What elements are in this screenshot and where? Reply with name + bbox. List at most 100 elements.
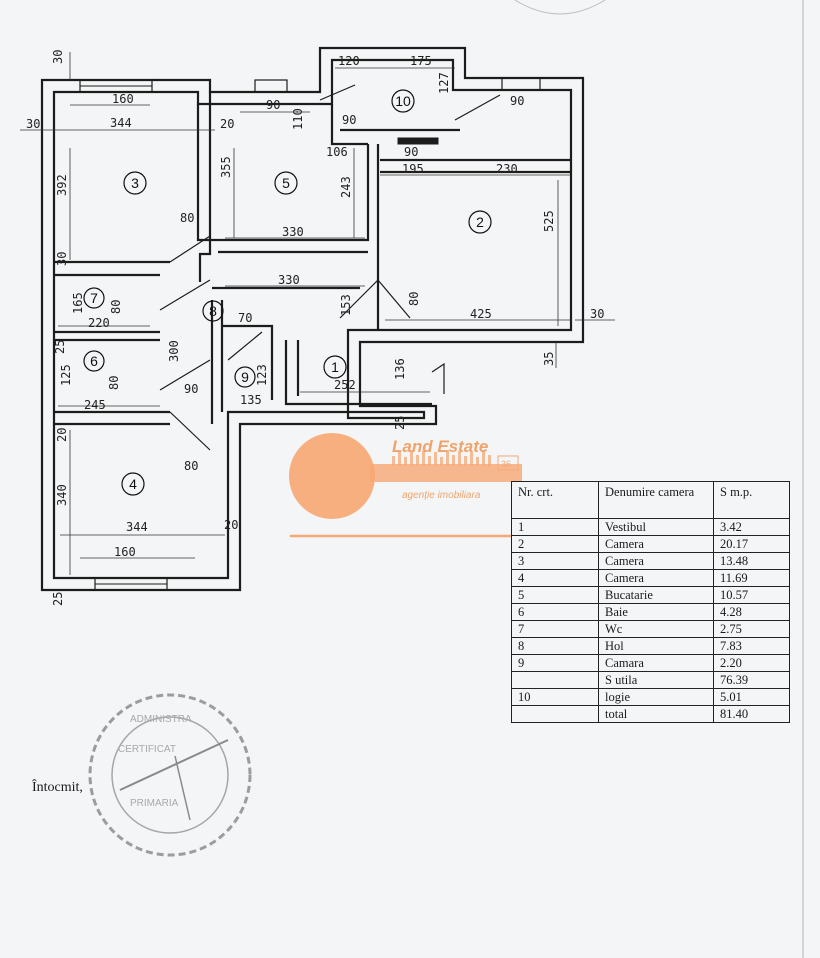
- dim-label: 20: [220, 117, 234, 131]
- logo-badge: 36: [501, 459, 511, 469]
- dim-label: 120: [338, 54, 360, 68]
- cell: 3: [511, 552, 599, 570]
- dim-label: 90: [404, 145, 418, 159]
- header-suprafata: S m.p.: [713, 481, 790, 519]
- dim-label: 80: [107, 376, 121, 390]
- intocmit-label: Întocmit,: [32, 780, 83, 795]
- cell: logie: [598, 688, 714, 706]
- cell: 2: [511, 535, 599, 553]
- dim-label: 136: [393, 358, 407, 380]
- cell: 5.01: [713, 688, 790, 706]
- cell: 4.28: [713, 603, 790, 621]
- key-logo-icon: [289, 433, 375, 519]
- cell: total: [598, 705, 714, 723]
- dim-label: 344: [110, 116, 132, 130]
- dim-label: 392: [55, 174, 69, 196]
- cell: 2.75: [713, 620, 790, 638]
- room-number: 1: [331, 359, 339, 375]
- dim-label: 80: [180, 211, 194, 225]
- header-nr: Nr. crt.: [511, 481, 599, 519]
- cell: Camera: [598, 569, 714, 587]
- room-number: 9: [241, 369, 249, 385]
- dim-label: 20: [224, 518, 238, 532]
- dim-label: 165: [71, 292, 85, 314]
- cell: Camara: [598, 654, 714, 672]
- dim-label: 30: [26, 117, 40, 131]
- room-markers: [83, 89, 492, 496]
- dim-label: 25: [51, 592, 65, 606]
- room-marker-7: [83, 287, 105, 309]
- dim-label: 110: [291, 108, 305, 130]
- dimension-labels: 120 175 127 90 160 90 110 90 30 344 30 2…: [26, 50, 604, 606]
- cell: 13.48: [713, 552, 790, 570]
- room-marker-4: [121, 472, 145, 496]
- walls: [40, 46, 585, 592]
- dim-label: 125: [59, 364, 73, 386]
- dim-label: 30: [51, 50, 65, 64]
- dim-label: 90: [266, 98, 280, 112]
- logo-title: Land Estate: [392, 437, 488, 456]
- dim-label: 330: [278, 273, 300, 287]
- dim-label: 80: [184, 459, 198, 473]
- cell: 1: [511, 518, 599, 536]
- land-estate-logo: 36 Land Estate agenție imobiliara: [289, 433, 522, 538]
- room-number: 6: [90, 353, 98, 369]
- room-number: 4: [129, 476, 137, 492]
- round-stamp: ADMINISTRA CERTIFICAT PRIMARIA: [88, 693, 252, 857]
- dim-label: 300: [167, 340, 181, 362]
- dim-label: 123: [255, 364, 269, 386]
- dim-label: 230: [496, 162, 518, 176]
- dim-label: 344: [126, 520, 148, 534]
- cell: [511, 705, 599, 723]
- cell: 11.69: [713, 569, 790, 587]
- table-header-row: Nr. crt. Denumire camera S m.p.: [511, 481, 790, 519]
- dim-label: 25: [53, 340, 67, 354]
- room-number: 5: [282, 175, 290, 191]
- dim-label: 90: [342, 113, 356, 127]
- dim-label: 153: [339, 294, 353, 316]
- cell: 5: [511, 586, 599, 604]
- cell: 20.17: [713, 535, 790, 553]
- dim-label: 245: [84, 398, 106, 412]
- dim-label: 25: [393, 416, 407, 430]
- cell: Baie: [598, 603, 714, 621]
- dim-label: 252: [334, 378, 356, 392]
- cell: 8: [511, 637, 599, 655]
- room-number: 7: [90, 290, 98, 306]
- cell: 2.20: [713, 654, 790, 672]
- cell: Camera: [598, 535, 714, 553]
- room-number: 10: [395, 93, 411, 109]
- cell: S utila: [598, 671, 714, 689]
- cell: Vestibul: [598, 518, 714, 536]
- room-marker-10: [391, 89, 415, 113]
- dim-label: 175: [410, 54, 432, 68]
- dim-label: 340: [55, 484, 69, 506]
- room-number: 2: [476, 214, 484, 230]
- stamp-line: CERTIFICAT: [118, 744, 176, 755]
- dim-label: 70: [238, 311, 252, 325]
- stamp-line: PRIMARIA: [130, 798, 179, 809]
- room-numbers: 1 2 3 4 5 6 7 8 9 10: [90, 93, 484, 492]
- cell: Bucatarie: [598, 586, 714, 604]
- cell: [511, 671, 599, 689]
- dim-label: 220: [88, 316, 110, 330]
- logo-subtitle: agenție imobiliara: [402, 490, 481, 501]
- dim-label: 90: [184, 382, 198, 396]
- room-marker-9: [234, 366, 256, 388]
- cell: 10: [511, 688, 599, 706]
- dim-label: 330: [282, 225, 304, 239]
- dim-label: 80: [407, 292, 421, 306]
- cell: 7.83: [713, 637, 790, 655]
- room-number: 8: [209, 303, 217, 319]
- room-marker-6: [83, 350, 105, 372]
- dim-label: 90: [510, 94, 524, 108]
- dim-label: 20: [55, 428, 69, 442]
- room-marker-5: [274, 171, 298, 195]
